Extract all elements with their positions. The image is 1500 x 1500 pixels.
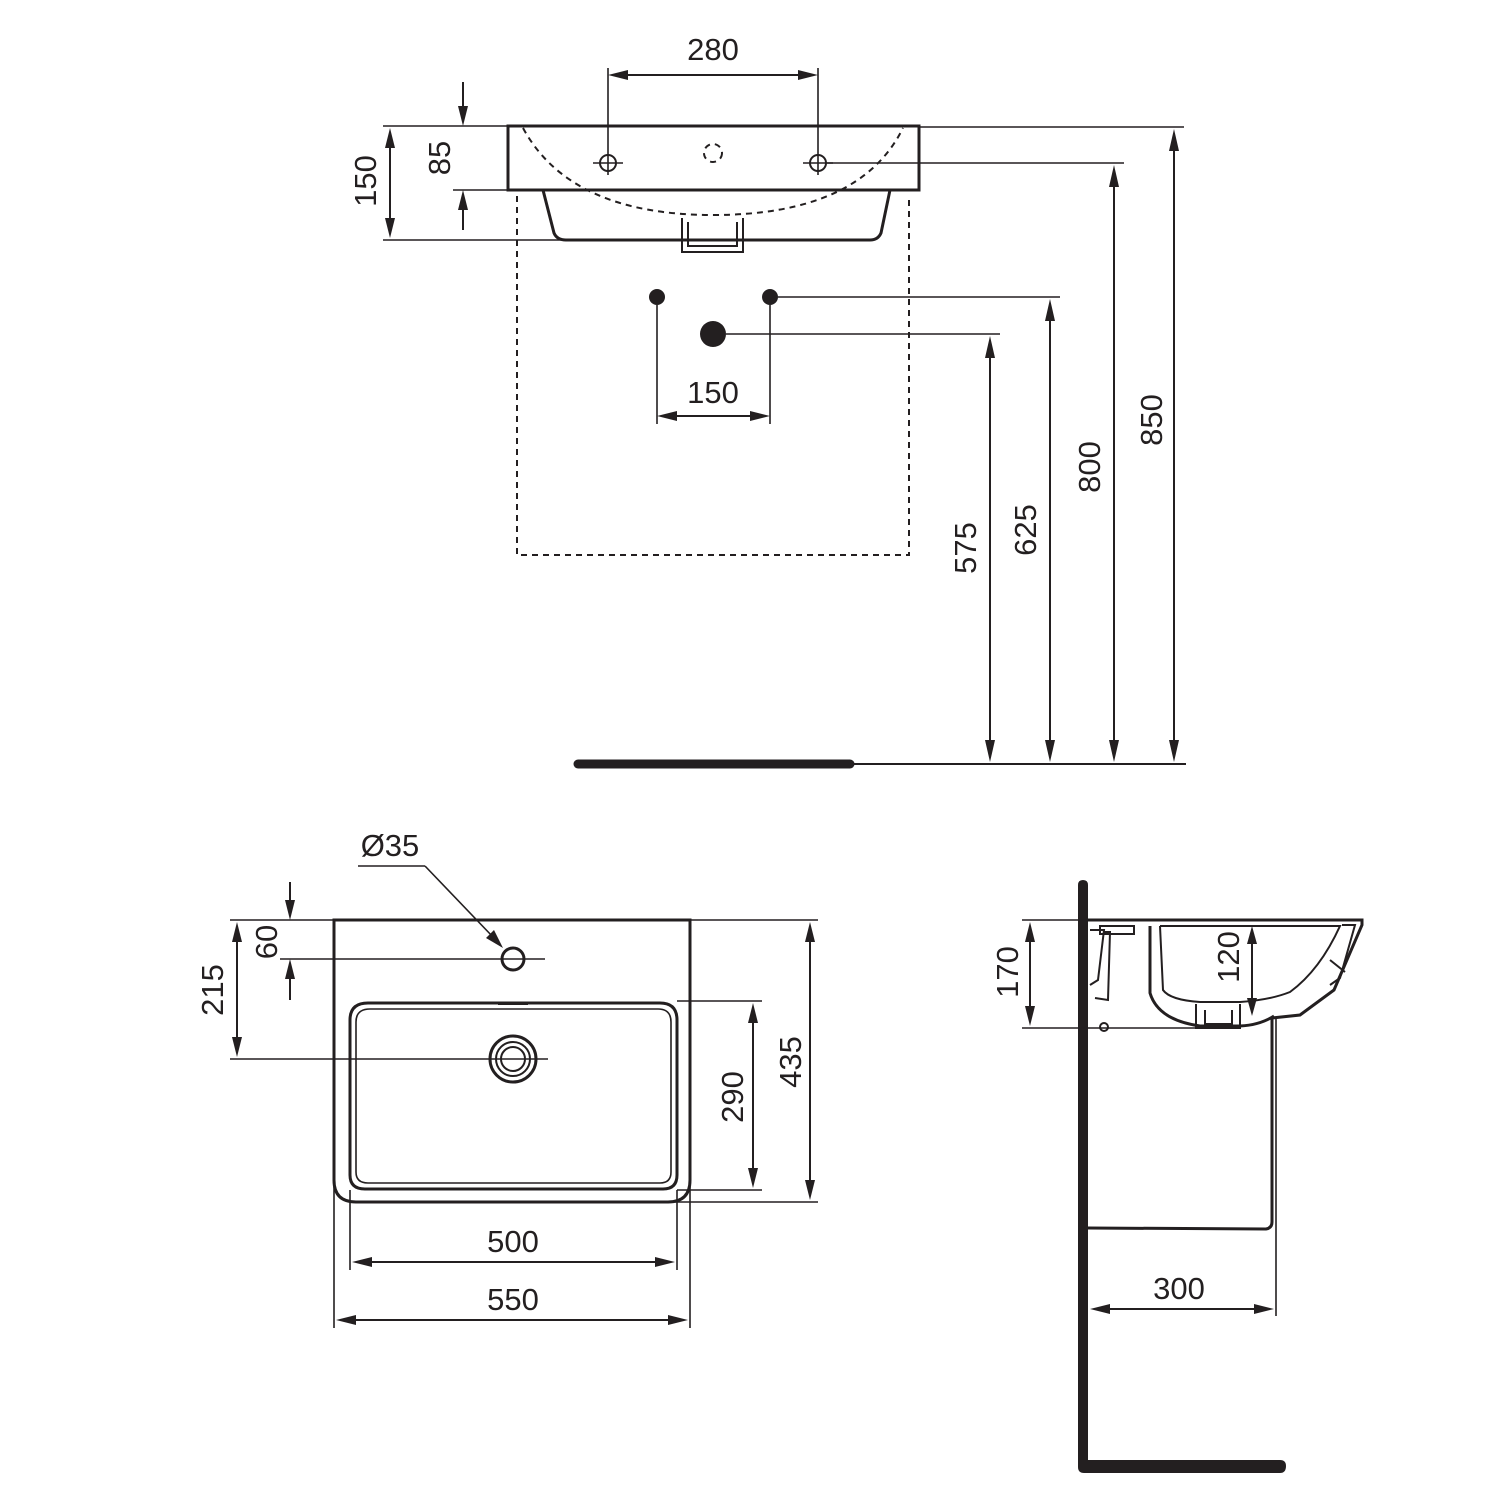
dim-150-supply: 150 bbox=[656, 305, 771, 424]
dim-290: 290 bbox=[677, 1000, 762, 1191]
dim-120: 120 bbox=[1211, 926, 1257, 1016]
dim-575-label: 575 bbox=[948, 522, 983, 574]
dim-diameter-35: Ø35 bbox=[358, 828, 503, 948]
supply-point-right bbox=[762, 289, 778, 305]
front-waste-outlet bbox=[681, 218, 744, 253]
dim-500: 500 bbox=[349, 1190, 678, 1270]
side-bracket bbox=[1089, 929, 1112, 1002]
dim-800-label: 800 bbox=[1072, 441, 1107, 493]
side-bowl-inner bbox=[1159, 925, 1342, 1003]
dim-575: 575 bbox=[948, 336, 995, 762]
dim-60-label: 60 bbox=[249, 925, 284, 959]
side-front-rim-detail bbox=[1329, 959, 1346, 973]
dim-850: 850 bbox=[1134, 129, 1179, 762]
side-bracket-block bbox=[1099, 925, 1135, 935]
dim-diameter-35-label: Ø35 bbox=[361, 828, 420, 863]
dim-85-label: 85 bbox=[422, 141, 457, 175]
front-view: 280 85 150 150 bbox=[348, 32, 1186, 769]
dim-280-label: 280 bbox=[687, 32, 739, 67]
front-center-hole bbox=[703, 143, 723, 163]
dim-170: 170 bbox=[990, 919, 1196, 1029]
supply-point-left bbox=[649, 289, 665, 305]
front-bowl-inner-dashed bbox=[522, 127, 904, 217]
side-front-rim bbox=[1329, 924, 1357, 986]
dim-150-supply-label: 150 bbox=[687, 375, 739, 410]
dim-625-label: 625 bbox=[1008, 504, 1043, 556]
dim-850-label: 850 bbox=[1134, 394, 1169, 446]
dim-170-label: 170 bbox=[990, 946, 1025, 998]
front-cabinet-dashed bbox=[516, 196, 910, 556]
top-bowl-outline bbox=[348, 1001, 679, 1191]
dim-85: 85 bbox=[422, 82, 508, 230]
top-basin-outline bbox=[332, 918, 692, 1204]
dim-435: 435 bbox=[668, 919, 818, 1203]
dim-300: 300 bbox=[1090, 1018, 1277, 1316]
side-waste bbox=[1195, 1004, 1241, 1029]
side-bowl-shell bbox=[1148, 926, 1275, 1028]
front-bowl-outline bbox=[541, 189, 892, 242]
top-bowl-inner bbox=[355, 1008, 672, 1184]
dim-215: 215 bbox=[195, 919, 548, 1060]
dim-800: 800 bbox=[1072, 165, 1119, 762]
dim-120-label: 120 bbox=[1211, 931, 1246, 983]
side-fixing-hole bbox=[1099, 1022, 1109, 1032]
dim-60: 60 bbox=[249, 882, 545, 1000]
front-basin-outline bbox=[506, 124, 921, 192]
dim-280: 280 bbox=[607, 32, 819, 175]
dim-550: 550 bbox=[333, 1180, 691, 1328]
dim-500-label: 500 bbox=[487, 1224, 539, 1259]
dim-625: 625 bbox=[1008, 299, 1055, 762]
dim-300-label: 300 bbox=[1153, 1271, 1205, 1306]
side-view: 170 120 300 bbox=[990, 880, 1364, 1473]
top-view: Ø35 60 215 290 bbox=[195, 828, 818, 1328]
dim-290-label: 290 bbox=[715, 1071, 750, 1123]
dim-435-label: 435 bbox=[773, 1036, 808, 1088]
dim-550-label: 550 bbox=[487, 1282, 539, 1317]
dim-150-height-label: 150 bbox=[348, 155, 383, 207]
waste-point bbox=[700, 321, 726, 347]
dim-215-label: 215 bbox=[195, 964, 230, 1016]
dim-150-height: 150 bbox=[348, 125, 566, 241]
